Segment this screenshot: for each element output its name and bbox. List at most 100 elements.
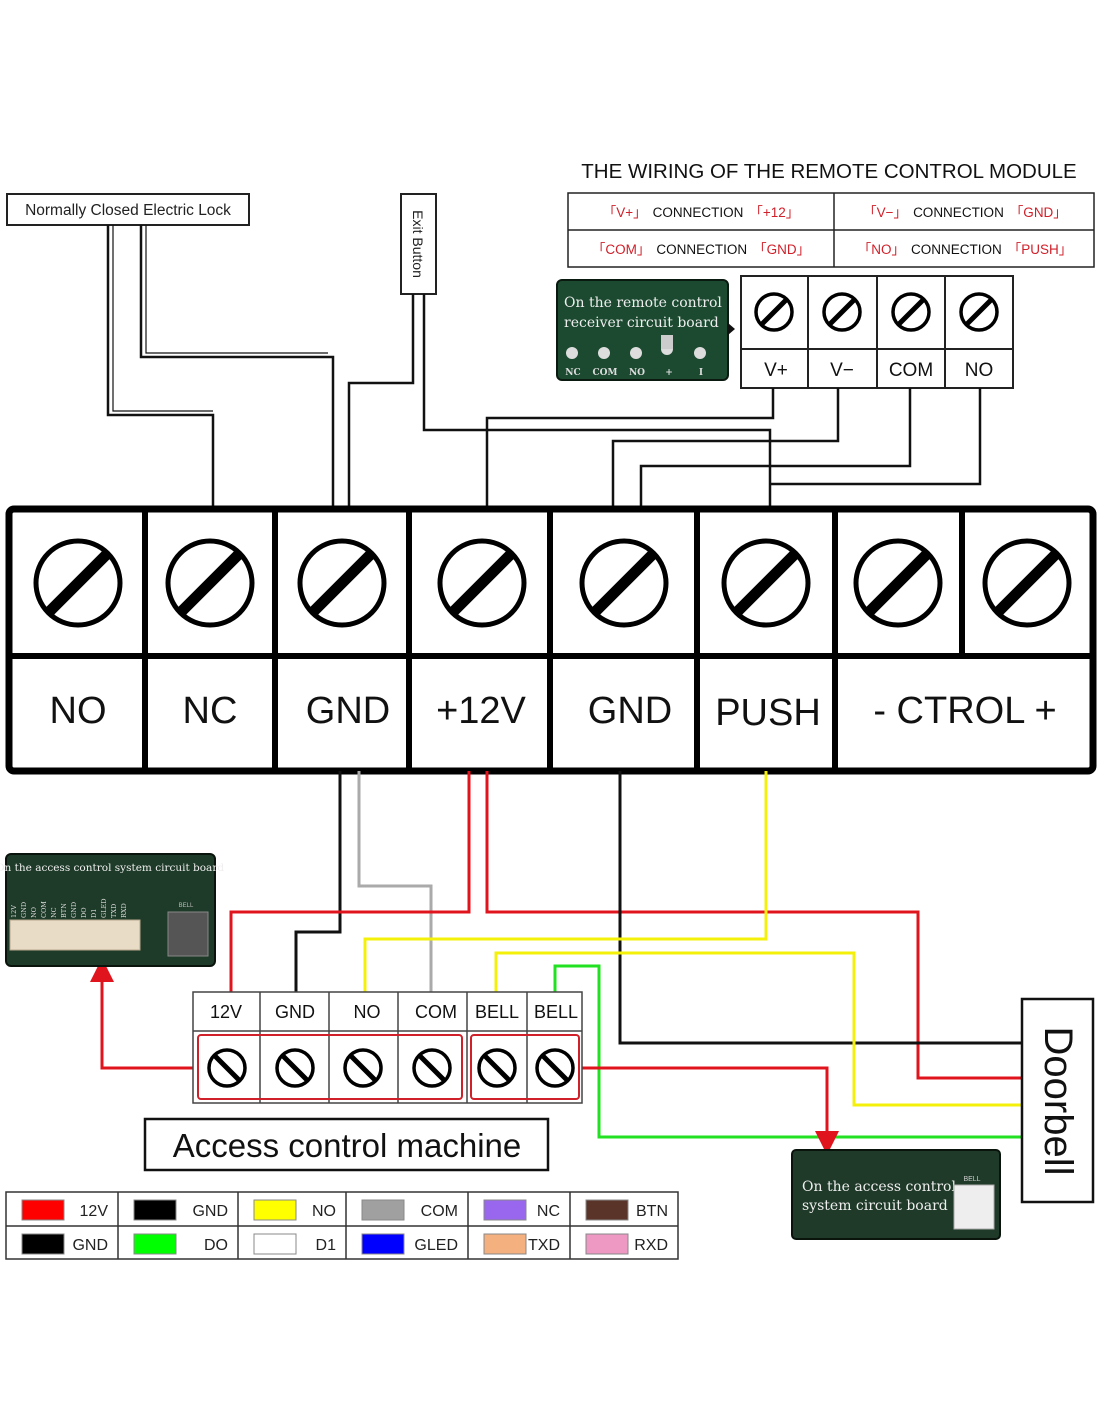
upper-wires: [106, 225, 982, 509]
terminal-gnd: GND: [306, 690, 390, 732]
electric-lock-text: Normally Closed Electric Lock: [25, 202, 231, 219]
legend-swatch: [21, 1233, 65, 1255]
pin-nc: NC: [50, 907, 58, 918]
screw-icon: [756, 294, 792, 330]
legend-swatch: [483, 1233, 527, 1255]
exit-button-text: Exit Button: [410, 210, 426, 278]
remote-terminal-com: COM: [889, 360, 933, 381]
pin-no: NO: [30, 907, 38, 918]
legend-swatch: [483, 1199, 527, 1221]
access-board-bottom-caption-2: system circuit board: [802, 1198, 948, 1214]
access-board-bottom-caption: On the access control: [802, 1179, 956, 1195]
remote-terminal-block: V+ V− COM NO: [740, 275, 1014, 389]
electric-lock-label: Normally Closed Electric Lock: [6, 193, 250, 226]
bell-label: BELL: [963, 1176, 980, 1183]
remote-board-caption-2: receiver circuit board: [564, 315, 719, 331]
terminal-gnd-2: GND: [588, 690, 672, 732]
terminal-no: NO: [50, 690, 107, 732]
machine-terminal-12v: 12V: [210, 1002, 242, 1022]
screw-icon: [893, 294, 929, 330]
terminal-ctrol: - CTROL +: [873, 690, 1056, 732]
screw-icon: [345, 1050, 381, 1086]
rule-vplus: 「V+」CONNECTION「+12」: [603, 205, 800, 220]
access-board-image-top: On the access control system circuit boa…: [0, 853, 224, 967]
machine-terminal-com: COM: [415, 1002, 457, 1022]
rule-com: 「COM」CONNECTION「GND」: [592, 242, 810, 257]
lower-wires: [90, 771, 1022, 1155]
legend-label: 12V: [80, 1203, 109, 1220]
machine-terminal-bell: BELL: [475, 1002, 519, 1022]
pin-d1: D1: [90, 909, 98, 918]
terminal-push: PUSH: [715, 692, 821, 734]
doorbell-text: Doorbell: [1036, 1027, 1080, 1176]
screw-icon: [537, 1050, 573, 1086]
screw-icon: [300, 541, 384, 625]
remote-terminal-no: NO: [965, 360, 994, 381]
screw-icon: [479, 1050, 515, 1086]
access-board-image-bottom: On the access control system circuit boa…: [791, 1149, 1001, 1240]
legend-label: GND: [192, 1203, 228, 1220]
remote-pin-com: COM: [593, 368, 618, 378]
access-board-top-caption: On the access control system circuit boa…: [0, 862, 224, 874]
legend-label: NC: [537, 1203, 560, 1220]
screw-icon: [961, 294, 997, 330]
screw-icon: [209, 1050, 245, 1086]
legend-swatch: [253, 1233, 297, 1255]
legend-label: COM: [421, 1203, 458, 1220]
pin-rxd: RXD: [120, 903, 128, 918]
remote-pin-plus: +: [665, 368, 673, 378]
access-machine-terminal: 12V GND NO COM BELL BELL: [192, 991, 583, 1104]
machine-terminal-no: NO: [354, 1002, 381, 1022]
doorbell-label: Doorbell: [1020, 997, 1095, 1204]
legend-swatch: [361, 1233, 405, 1255]
legend-label: BTN: [636, 1203, 668, 1220]
pin-gled: GLED: [100, 899, 108, 918]
screw-icon: [724, 541, 808, 625]
remote-module-title: THE WIRING OF THE REMOTE CONTROL MODULE: [581, 160, 1076, 183]
pin-txd: TXD: [110, 904, 118, 918]
machine-terminal-bell-2: BELL: [534, 1002, 578, 1022]
machine-terminal-gnd: GND: [275, 1002, 315, 1022]
remote-receiver-board-image: On the remote control receiver circuit b…: [556, 279, 735, 381]
access-machine-text: Access control machine: [173, 1127, 521, 1164]
pin-com: COM: [40, 901, 48, 918]
legend-swatch: [361, 1199, 405, 1221]
legend-swatch: [585, 1199, 629, 1221]
legend-swatch: [133, 1199, 177, 1221]
screw-icon: [824, 294, 860, 330]
legend-label: GLED: [414, 1237, 458, 1254]
pin-gnd-2: GND: [70, 902, 78, 918]
screw-icon: [985, 541, 1069, 625]
screw-icon: [440, 541, 524, 625]
legend-label: RXD: [634, 1237, 668, 1254]
legend-label: GND: [72, 1237, 108, 1254]
legend-swatch: [585, 1233, 629, 1255]
remote-terminal-vplus: V+: [764, 360, 788, 381]
pin-do: DO: [80, 907, 88, 918]
screw-icon: [414, 1050, 450, 1086]
bell-label: BELL: [179, 903, 194, 909]
connection-rules-table: 「V+」CONNECTION「+12」 「V−」CONNECTION「GND」 …: [567, 192, 1095, 268]
screw-icon: [36, 541, 120, 625]
access-machine-label: Access control machine: [143, 1117, 550, 1172]
screw-icon: [277, 1050, 313, 1086]
screw-icon: [856, 541, 940, 625]
legend-label: NO: [312, 1203, 336, 1220]
legend-swatch: [133, 1233, 177, 1255]
remote-pin-no: NO: [629, 368, 645, 378]
terminal-12v: +12V: [436, 690, 526, 732]
pin-btn: BTN: [60, 903, 68, 918]
screw-icon: [168, 541, 252, 625]
legend-swatch: [21, 1199, 65, 1221]
remote-board-caption: On the remote control: [564, 295, 722, 311]
pin-12v: 12V: [10, 905, 18, 918]
main-terminal-block: NO NC GND +12V GND PUSH - CTROL +: [5, 505, 1097, 775]
rule-no: 「NO」CONNECTION「PUSH」: [858, 242, 1073, 257]
exit-button-label: Exit Button: [400, 193, 437, 295]
pin-gnd: GND: [20, 902, 28, 918]
legend-swatch: [253, 1199, 297, 1221]
remote-terminal-vminus: V−: [830, 360, 854, 381]
legend-label: TXD: [528, 1237, 560, 1254]
